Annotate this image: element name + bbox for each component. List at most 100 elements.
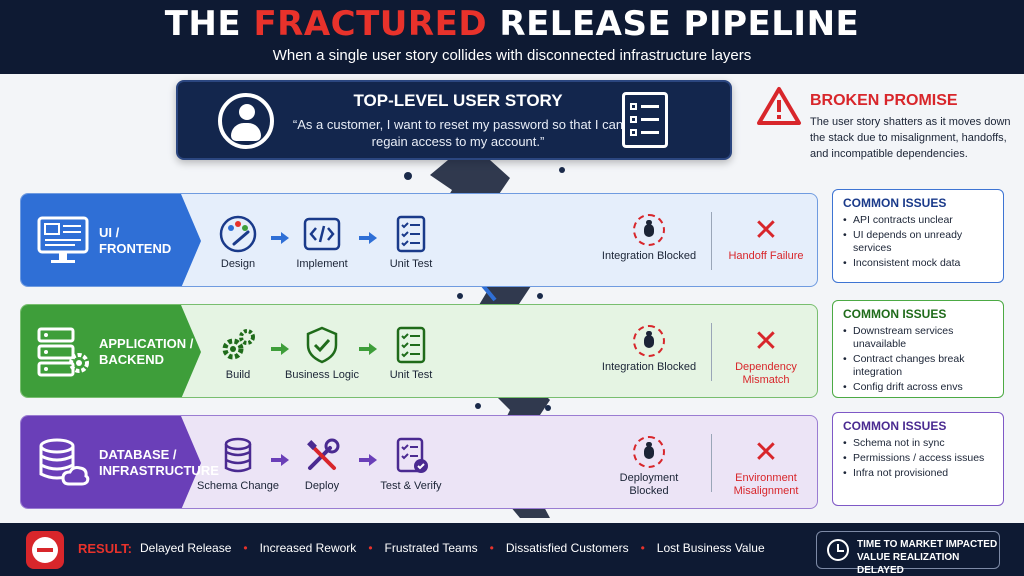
layer-step: Test & Verify bbox=[366, 436, 456, 493]
failure-status: ✕Handoff Failure bbox=[713, 213, 817, 263]
step-label: Test & Verify bbox=[380, 480, 442, 492]
tools-icon bbox=[302, 436, 342, 476]
failure-label: Dependency Mismatch bbox=[735, 361, 797, 386]
checklist-icon bbox=[391, 214, 431, 254]
user-story-card: TOP-LEVEL USER STORY “As a customer, I w… bbox=[176, 80, 732, 160]
layer-step: Unit Test bbox=[366, 214, 456, 271]
result-list: Delayed Release • Increased Rework • Frustra… bbox=[140, 541, 777, 555]
user-avatar-icon bbox=[218, 93, 274, 149]
divider bbox=[711, 323, 712, 381]
result-label: RESULT: bbox=[78, 541, 132, 556]
step-label: Unit Test bbox=[389, 369, 433, 381]
issue-item: UI depends on unready services bbox=[843, 229, 993, 255]
layer-header: DATABASE / INFRASTRUCTURE bbox=[21, 416, 219, 508]
failure-status: ✕Environment Misalignment bbox=[713, 435, 817, 498]
issue-item: API contracts unclear bbox=[843, 214, 993, 227]
layer-step: Unit Test bbox=[366, 325, 456, 382]
layer-step: Schema Change bbox=[193, 436, 283, 493]
issue-item: Schema not in sync bbox=[843, 437, 993, 450]
failure-status: ✕Dependency Mismatch bbox=[713, 327, 817, 387]
broken-promise-title: BROKEN PROMISE bbox=[810, 92, 958, 109]
failure-label: Environment Misalignment bbox=[733, 472, 799, 497]
step-label: Deploy bbox=[304, 480, 340, 492]
issue-item: Contract changes break integration bbox=[843, 353, 993, 379]
clock-icon bbox=[827, 539, 849, 561]
layer-step: Implement bbox=[277, 214, 367, 271]
result-item: Lost Business Value bbox=[656, 541, 765, 555]
layer-step: Build bbox=[193, 325, 283, 382]
issue-item: Permissions / access issues bbox=[843, 452, 993, 465]
layer-header: APPLICATION / BACKEND bbox=[21, 305, 201, 397]
arrow-right-icon bbox=[359, 343, 377, 355]
step-label: Design bbox=[220, 258, 256, 270]
checklist-document-icon bbox=[622, 92, 668, 148]
issue-item: Inconsistent mock data bbox=[843, 257, 993, 270]
blocked-label: Integration Blocked bbox=[601, 361, 697, 373]
layer-label: DATABASE / INFRASTRUCTURE bbox=[99, 447, 219, 478]
arrow-right-icon bbox=[271, 232, 289, 244]
arrow-right-icon bbox=[271, 343, 289, 355]
story-title: TOP-LEVEL USER STORY bbox=[353, 91, 563, 110]
impact-callout: TIME TO MARKET IMPACTED VALUE REALIZATIO… bbox=[816, 531, 1000, 576]
monitor-icon bbox=[35, 214, 91, 268]
shield-check-icon bbox=[302, 325, 342, 365]
common-issues-ui: COMMON ISSUES API contracts unclear UI dep… bbox=[832, 189, 1004, 283]
database-icon bbox=[218, 436, 258, 476]
story-text: “As a customer, I want to reset my passw… bbox=[292, 117, 624, 149]
layer-step: Business Logic bbox=[277, 325, 367, 382]
page-title: THE FRACTURED RELEASE PIPELINE bbox=[164, 4, 860, 44]
database-cloud-icon bbox=[35, 436, 91, 490]
x-icon: ✕ bbox=[753, 213, 779, 248]
blocked-label: Integration Blocked bbox=[601, 250, 697, 262]
issues-title: COMMON ISSUES bbox=[843, 196, 947, 210]
result-item: Increased Rework bbox=[259, 541, 357, 555]
server-gear-icon bbox=[35, 325, 91, 379]
step-label: Build bbox=[225, 369, 251, 381]
common-issues-db: COMMON ISSUES Schema not in syncPermissio… bbox=[832, 412, 1004, 506]
result-item: Frustrated Teams bbox=[384, 541, 478, 555]
arrow-right-icon bbox=[271, 454, 289, 466]
layer-step: Deploy bbox=[277, 436, 367, 493]
layer-step: Design bbox=[193, 214, 283, 271]
page-subtitle: When a single user story collides with d… bbox=[272, 47, 752, 64]
palette-icon bbox=[218, 214, 258, 254]
step-label: Business Logic bbox=[285, 369, 359, 381]
bullet-dot: • bbox=[243, 541, 248, 555]
blocked-status: Deployment Blocked bbox=[599, 436, 699, 498]
layer-app: APPLICATION / BACKEND Build Business Logic… bbox=[20, 304, 818, 398]
bug-icon bbox=[633, 325, 665, 357]
issue-item: Config drift across envs bbox=[843, 381, 993, 394]
arrow-right-icon bbox=[359, 454, 377, 466]
x-icon: ✕ bbox=[753, 435, 779, 470]
checklist-icon bbox=[391, 325, 431, 365]
layer-label: APPLICATION / BACKEND bbox=[99, 336, 194, 367]
layer-header: UI / FRONTEND bbox=[21, 194, 201, 286]
impact-line-2: VALUE REALIZATION DELAYED bbox=[857, 552, 960, 576]
layer-label: UI / FRONTEND bbox=[99, 225, 172, 256]
broken-promise-text: The user story shatters as it moves down… bbox=[810, 116, 1011, 160]
warning-triangle-icon bbox=[757, 87, 801, 125]
arrow-right-icon bbox=[359, 232, 377, 244]
step-label: Schema Change bbox=[197, 480, 279, 492]
header: THE FRACTURED RELEASE PIPELINE When a si… bbox=[0, 0, 1024, 74]
layer-db: DATABASE / INFRASTRUCTURE Schema Change De… bbox=[20, 415, 818, 509]
common-issues-app: COMMON ISSUESDownstream services unavail… bbox=[832, 300, 1004, 398]
bullet-dot: • bbox=[640, 541, 645, 555]
impact-line-1: TIME TO MARKET IMPACTED bbox=[857, 539, 998, 550]
result-footer: RESULT: Delayed Release • Increased Rework… bbox=[0, 523, 1024, 576]
result-item: Dissatisfied Customers bbox=[505, 541, 629, 555]
divider bbox=[711, 212, 712, 270]
bullet-dot: • bbox=[489, 541, 494, 555]
bug-icon bbox=[633, 214, 665, 246]
issues-title: COMMON ISSUES bbox=[843, 307, 947, 321]
blocked-status: Integration Blocked bbox=[599, 325, 699, 374]
bug-icon bbox=[633, 436, 665, 468]
result-item: Delayed Release bbox=[140, 541, 232, 555]
bullet-dot: • bbox=[368, 541, 373, 555]
issues-title: COMMON ISSUES bbox=[843, 419, 947, 433]
checklist-icon bbox=[391, 436, 431, 476]
step-label: Unit Test bbox=[389, 258, 433, 270]
gears-icon bbox=[218, 325, 258, 365]
issue-item: Infra not provisioned bbox=[843, 467, 993, 480]
